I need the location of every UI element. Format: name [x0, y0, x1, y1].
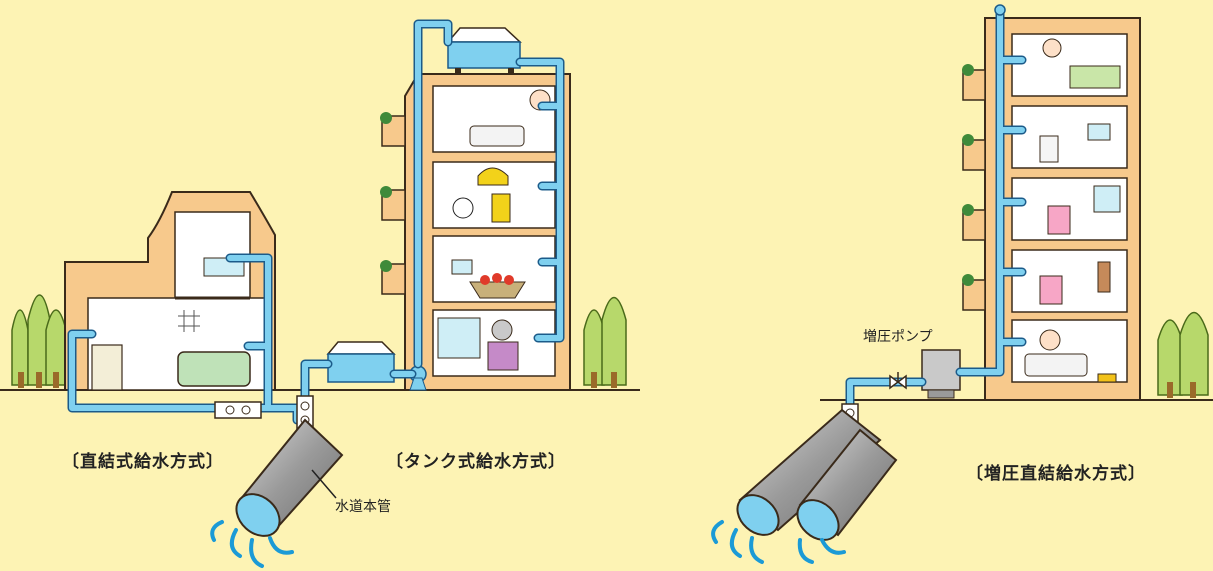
label-direct-supply: 〔直結式給水方式〕: [62, 452, 224, 472]
booster-pump: [921, 349, 961, 399]
tree-group-left: [11, 294, 67, 388]
service-pipes: [67, 4, 1027, 425]
building-tank-supply: [380, 27, 571, 391]
label-booster-direct-supply: 〔増圧直結給水方式〕: [966, 464, 1146, 484]
label-booster-pump: 増圧ポンプ: [863, 329, 933, 345]
water-main-callout-line: [311, 469, 337, 499]
tree-group-middle: [583, 297, 627, 388]
label-water-main: 水道本管: [335, 499, 391, 515]
water-meter-tank: [296, 395, 314, 431]
water-meter-house: [214, 401, 262, 419]
house-direct-supply: [64, 191, 276, 391]
water-main-right: [711, 408, 898, 564]
gate-valve: [889, 372, 907, 390]
water-main-left: [210, 418, 344, 568]
building-booster-supply: [962, 17, 1141, 401]
label-tank-supply: 〔タンク式給水方式〕: [386, 452, 566, 472]
tree-group-right: [1157, 312, 1209, 398]
